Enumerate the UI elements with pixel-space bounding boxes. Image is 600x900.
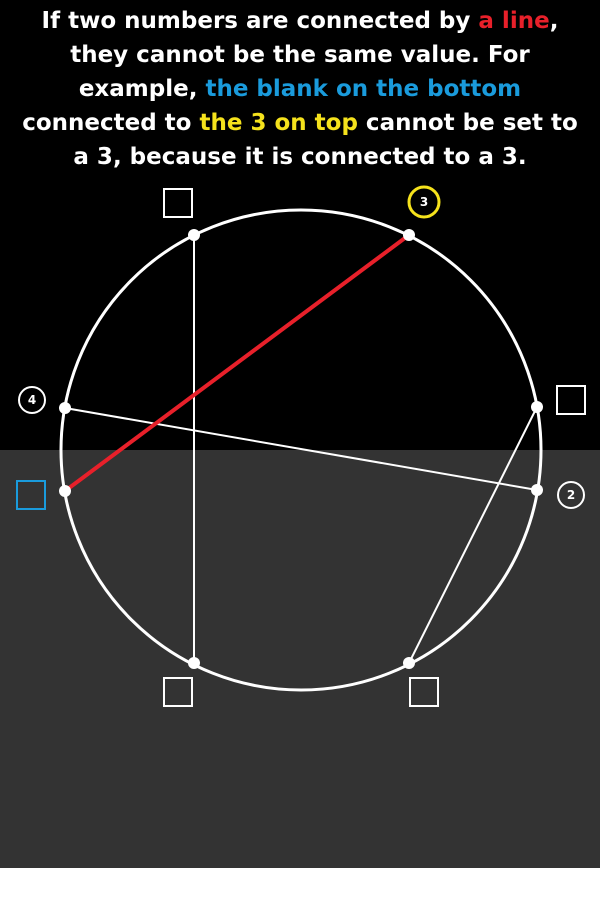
instructions-text-segment: , [549,8,559,34]
number-label: 2 [567,488,575,502]
node-dot [188,657,200,669]
highlight-a-line: a line [478,8,550,34]
blank-cell-top-left[interactable] [163,188,193,218]
node-dot [188,229,200,241]
highlight-3-on-top: the 3 on top [199,110,358,136]
instructions-line-2: they cannot be the same value. For [70,42,530,68]
instructions-line-3: example, the blank on the bottom [0,72,600,106]
instructions-text-segment: connected to [22,110,200,136]
instructions-text-segment: cannot be set to [357,110,578,136]
puzzle-circle [59,208,543,692]
instructions-line-4: connected to the 3 on top cannot be set … [0,106,600,140]
blank-cell-left-lower-highlighted[interactable] [16,480,46,510]
number-label: 3 [420,195,428,209]
instructions-text-segment: If two numbers are connected by [41,8,479,34]
instructions-line-5: a 3, because it is connected to a 3. [73,144,527,170]
connection-line-highlighted [63,233,411,493]
connection-line [408,406,538,664]
connection-line [64,407,538,491]
blank-cell-bottom-left[interactable] [163,677,193,707]
top-background [0,0,600,450]
node-dot [59,485,71,497]
instructions-text-segment: example, [78,76,206,102]
number-node-right-lower [557,481,585,509]
bottom-background [0,450,600,868]
blank-cell-right-upper[interactable] [556,385,586,415]
node-dot [403,229,415,241]
node-dot [403,657,415,669]
highlight-blank-on-bottom: the blank on the bottom [205,76,522,102]
node-dot [531,484,543,496]
instructions-text: If two numbers are connected by a line, … [0,4,600,174]
node-dot [59,402,71,414]
node-dot [531,401,543,413]
number-label: 4 [28,393,36,407]
instructions-line-1: If two numbers are connected by a line, [0,4,600,38]
blank-cell-bottom-right[interactable] [409,677,439,707]
number-node-top-right [407,185,441,219]
number-node-left-upper [18,386,46,414]
